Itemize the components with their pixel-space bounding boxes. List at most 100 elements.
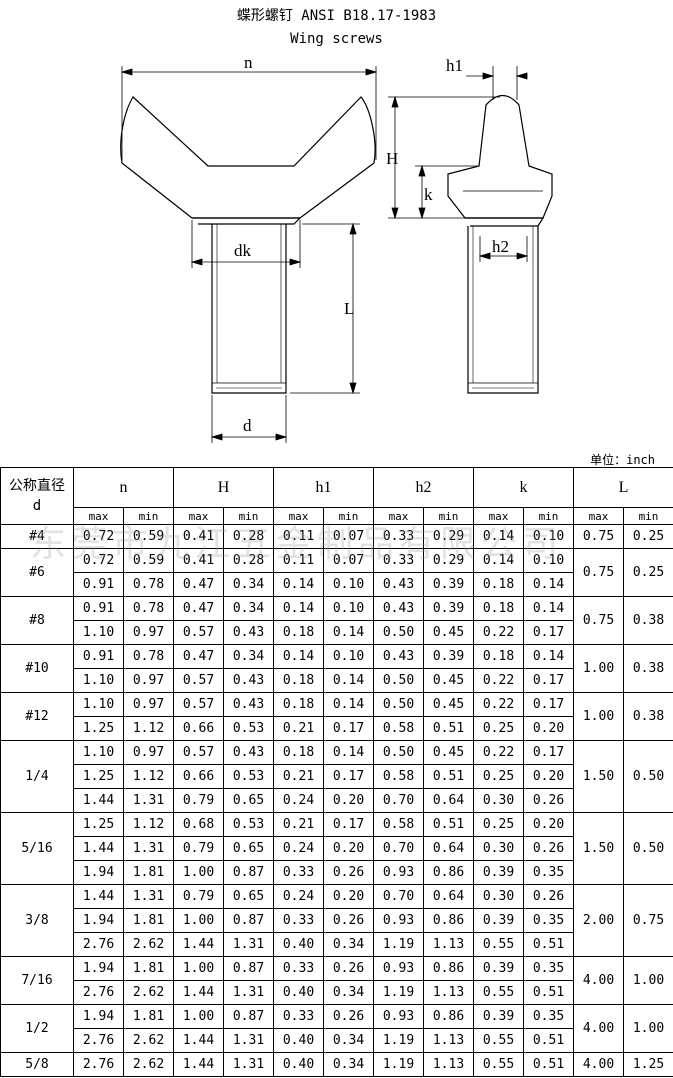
value-cell: 0.65 — [223, 884, 274, 909]
value-cell: 1.44 — [73, 884, 124, 909]
value-cell: 0.57 — [173, 692, 224, 717]
value-cell: 0.26 — [323, 1004, 374, 1029]
value-cell: 0.25 — [473, 812, 524, 837]
value-cell: 1.12 — [123, 812, 174, 837]
L-max-cell: 4.00 — [573, 1052, 624, 1077]
value-cell: 0.40 — [273, 1052, 324, 1077]
value-cell: 0.39 — [473, 956, 524, 981]
value-cell: 1.31 — [123, 836, 174, 861]
value-cell: 1.44 — [173, 932, 224, 957]
value-cell: 0.57 — [173, 740, 224, 765]
dimension-table: 公称直径 d n H h1 h2 k L max min max min max… — [0, 467, 673, 1077]
value-cell: 0.51 — [423, 716, 474, 741]
value-cell: 0.47 — [173, 644, 224, 669]
subheader-min: min — [623, 507, 673, 525]
value-cell: 1.19 — [373, 1052, 424, 1077]
size-cell: #4 — [0, 524, 74, 549]
value-cell: 0.34 — [323, 980, 374, 1005]
value-cell: 1.44 — [73, 788, 124, 813]
value-cell: 0.14 — [523, 644, 574, 669]
value-cell: 0.25 — [473, 716, 524, 741]
value-cell: 0.78 — [123, 644, 174, 669]
value-cell: 0.93 — [373, 860, 424, 885]
size-cell: #10 — [0, 644, 74, 693]
value-cell: 0.14 — [323, 620, 374, 645]
value-cell: 1.44 — [173, 1052, 224, 1077]
label-dk: dk — [234, 241, 252, 260]
value-cell: 0.17 — [323, 716, 374, 741]
value-cell: 0.18 — [473, 572, 524, 597]
value-cell: 0.29 — [423, 524, 474, 549]
side-shank — [467, 226, 539, 394]
size-cell: #12 — [0, 692, 74, 741]
value-cell: 0.79 — [173, 788, 224, 813]
value-cell: 1.13 — [423, 980, 474, 1005]
value-cell: 1.94 — [73, 1004, 124, 1029]
value-cell: 0.26 — [523, 836, 574, 861]
subheader-row: max min max min max min max min max min … — [1, 507, 673, 525]
L-min-cell: 0.38 — [623, 596, 673, 645]
value-cell: 1.13 — [423, 1028, 474, 1053]
value-cell: 0.35 — [523, 860, 574, 885]
value-cell: 0.51 — [523, 932, 574, 957]
value-cell: 0.18 — [273, 668, 324, 693]
value-cell: 0.51 — [523, 1052, 574, 1077]
value-cell: 0.93 — [373, 1004, 424, 1029]
side-head-base — [465, 217, 545, 227]
L-max-cell: 0.75 — [573, 524, 624, 549]
unit-label: 单位：inch — [590, 453, 655, 467]
value-cell: 0.64 — [423, 884, 474, 909]
value-cell: 0.41 — [173, 524, 224, 549]
value-cell: 0.45 — [423, 620, 474, 645]
value-cell: 0.10 — [323, 644, 374, 669]
value-cell: 0.14 — [473, 524, 524, 549]
subheader-min: min — [123, 507, 174, 525]
L-min-cell: 0.25 — [623, 548, 673, 597]
L-max-cell: 1.00 — [573, 692, 624, 741]
L-min-cell: 0.75 — [623, 884, 673, 957]
front-head-base — [192, 217, 302, 225]
value-cell: 0.50 — [373, 740, 424, 765]
value-cell: 0.34 — [223, 596, 274, 621]
value-cell: 0.21 — [273, 812, 324, 837]
value-cell: 0.17 — [323, 812, 374, 837]
value-cell: 0.45 — [423, 668, 474, 693]
value-cell: 0.86 — [423, 1004, 474, 1029]
L-max-cell: 0.75 — [573, 596, 624, 645]
value-cell: 0.34 — [323, 932, 374, 957]
group-header-row: 公称直径 d n H h1 h2 k L — [0, 467, 673, 525]
value-cell: 0.51 — [423, 764, 474, 789]
value-cell: 0.87 — [223, 956, 274, 981]
value-cell: 0.97 — [123, 692, 174, 717]
value-cell: 0.10 — [523, 548, 574, 573]
value-cell: 0.10 — [323, 572, 374, 597]
value-cell: 0.33 — [273, 860, 324, 885]
value-cell: 1.94 — [73, 908, 124, 933]
value-cell: 0.51 — [523, 1028, 574, 1053]
size-cell: 3/8 — [0, 884, 74, 957]
value-cell: 1.10 — [73, 668, 124, 693]
value-cell: 0.18 — [273, 692, 324, 717]
value-cell: 0.55 — [473, 1052, 524, 1077]
value-cell: 0.14 — [273, 596, 324, 621]
value-cell: 0.14 — [323, 668, 374, 693]
value-cell: 0.79 — [173, 884, 224, 909]
value-cell: 0.30 — [473, 836, 524, 861]
L-max-cell: 1.50 — [573, 740, 624, 813]
value-cell: 0.97 — [123, 620, 174, 645]
value-cell: 0.87 — [223, 860, 274, 885]
value-cell: 0.59 — [123, 548, 174, 573]
